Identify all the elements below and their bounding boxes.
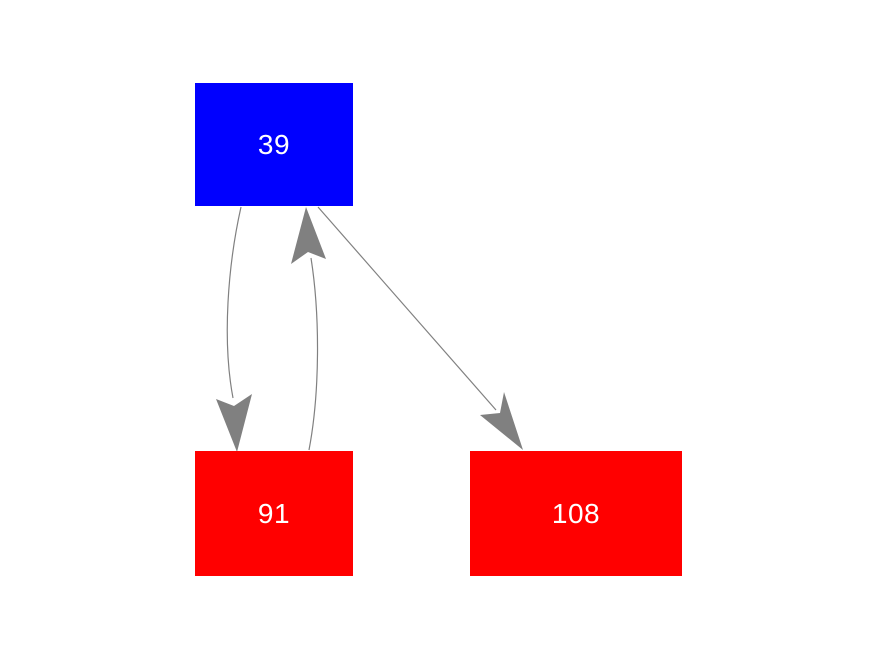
- edge-39-to-108[interactable]: [317, 206, 523, 450]
- edge-39-to-108-arrowhead: [480, 392, 523, 450]
- edge-91-to-39-line: [308, 257, 319, 451]
- node-108[interactable]: 108: [470, 451, 682, 576]
- node-39-label: 39: [257, 128, 291, 160]
- edge-39-to-91-line: [226, 206, 242, 399]
- node-108-label: 108: [551, 497, 601, 529]
- edge-39-to-91[interactable]: [216, 206, 252, 452]
- edge-39-to-108-line: [317, 206, 497, 411]
- node-91-label: 91: [257, 497, 291, 529]
- node-39[interactable]: 39: [195, 83, 353, 206]
- edge-91-to-39[interactable]: [291, 207, 326, 451]
- edge-39-to-91-arrowhead: [216, 394, 252, 452]
- edge-91-to-39-arrowhead: [291, 207, 326, 264]
- node-91[interactable]: 91: [195, 451, 353, 576]
